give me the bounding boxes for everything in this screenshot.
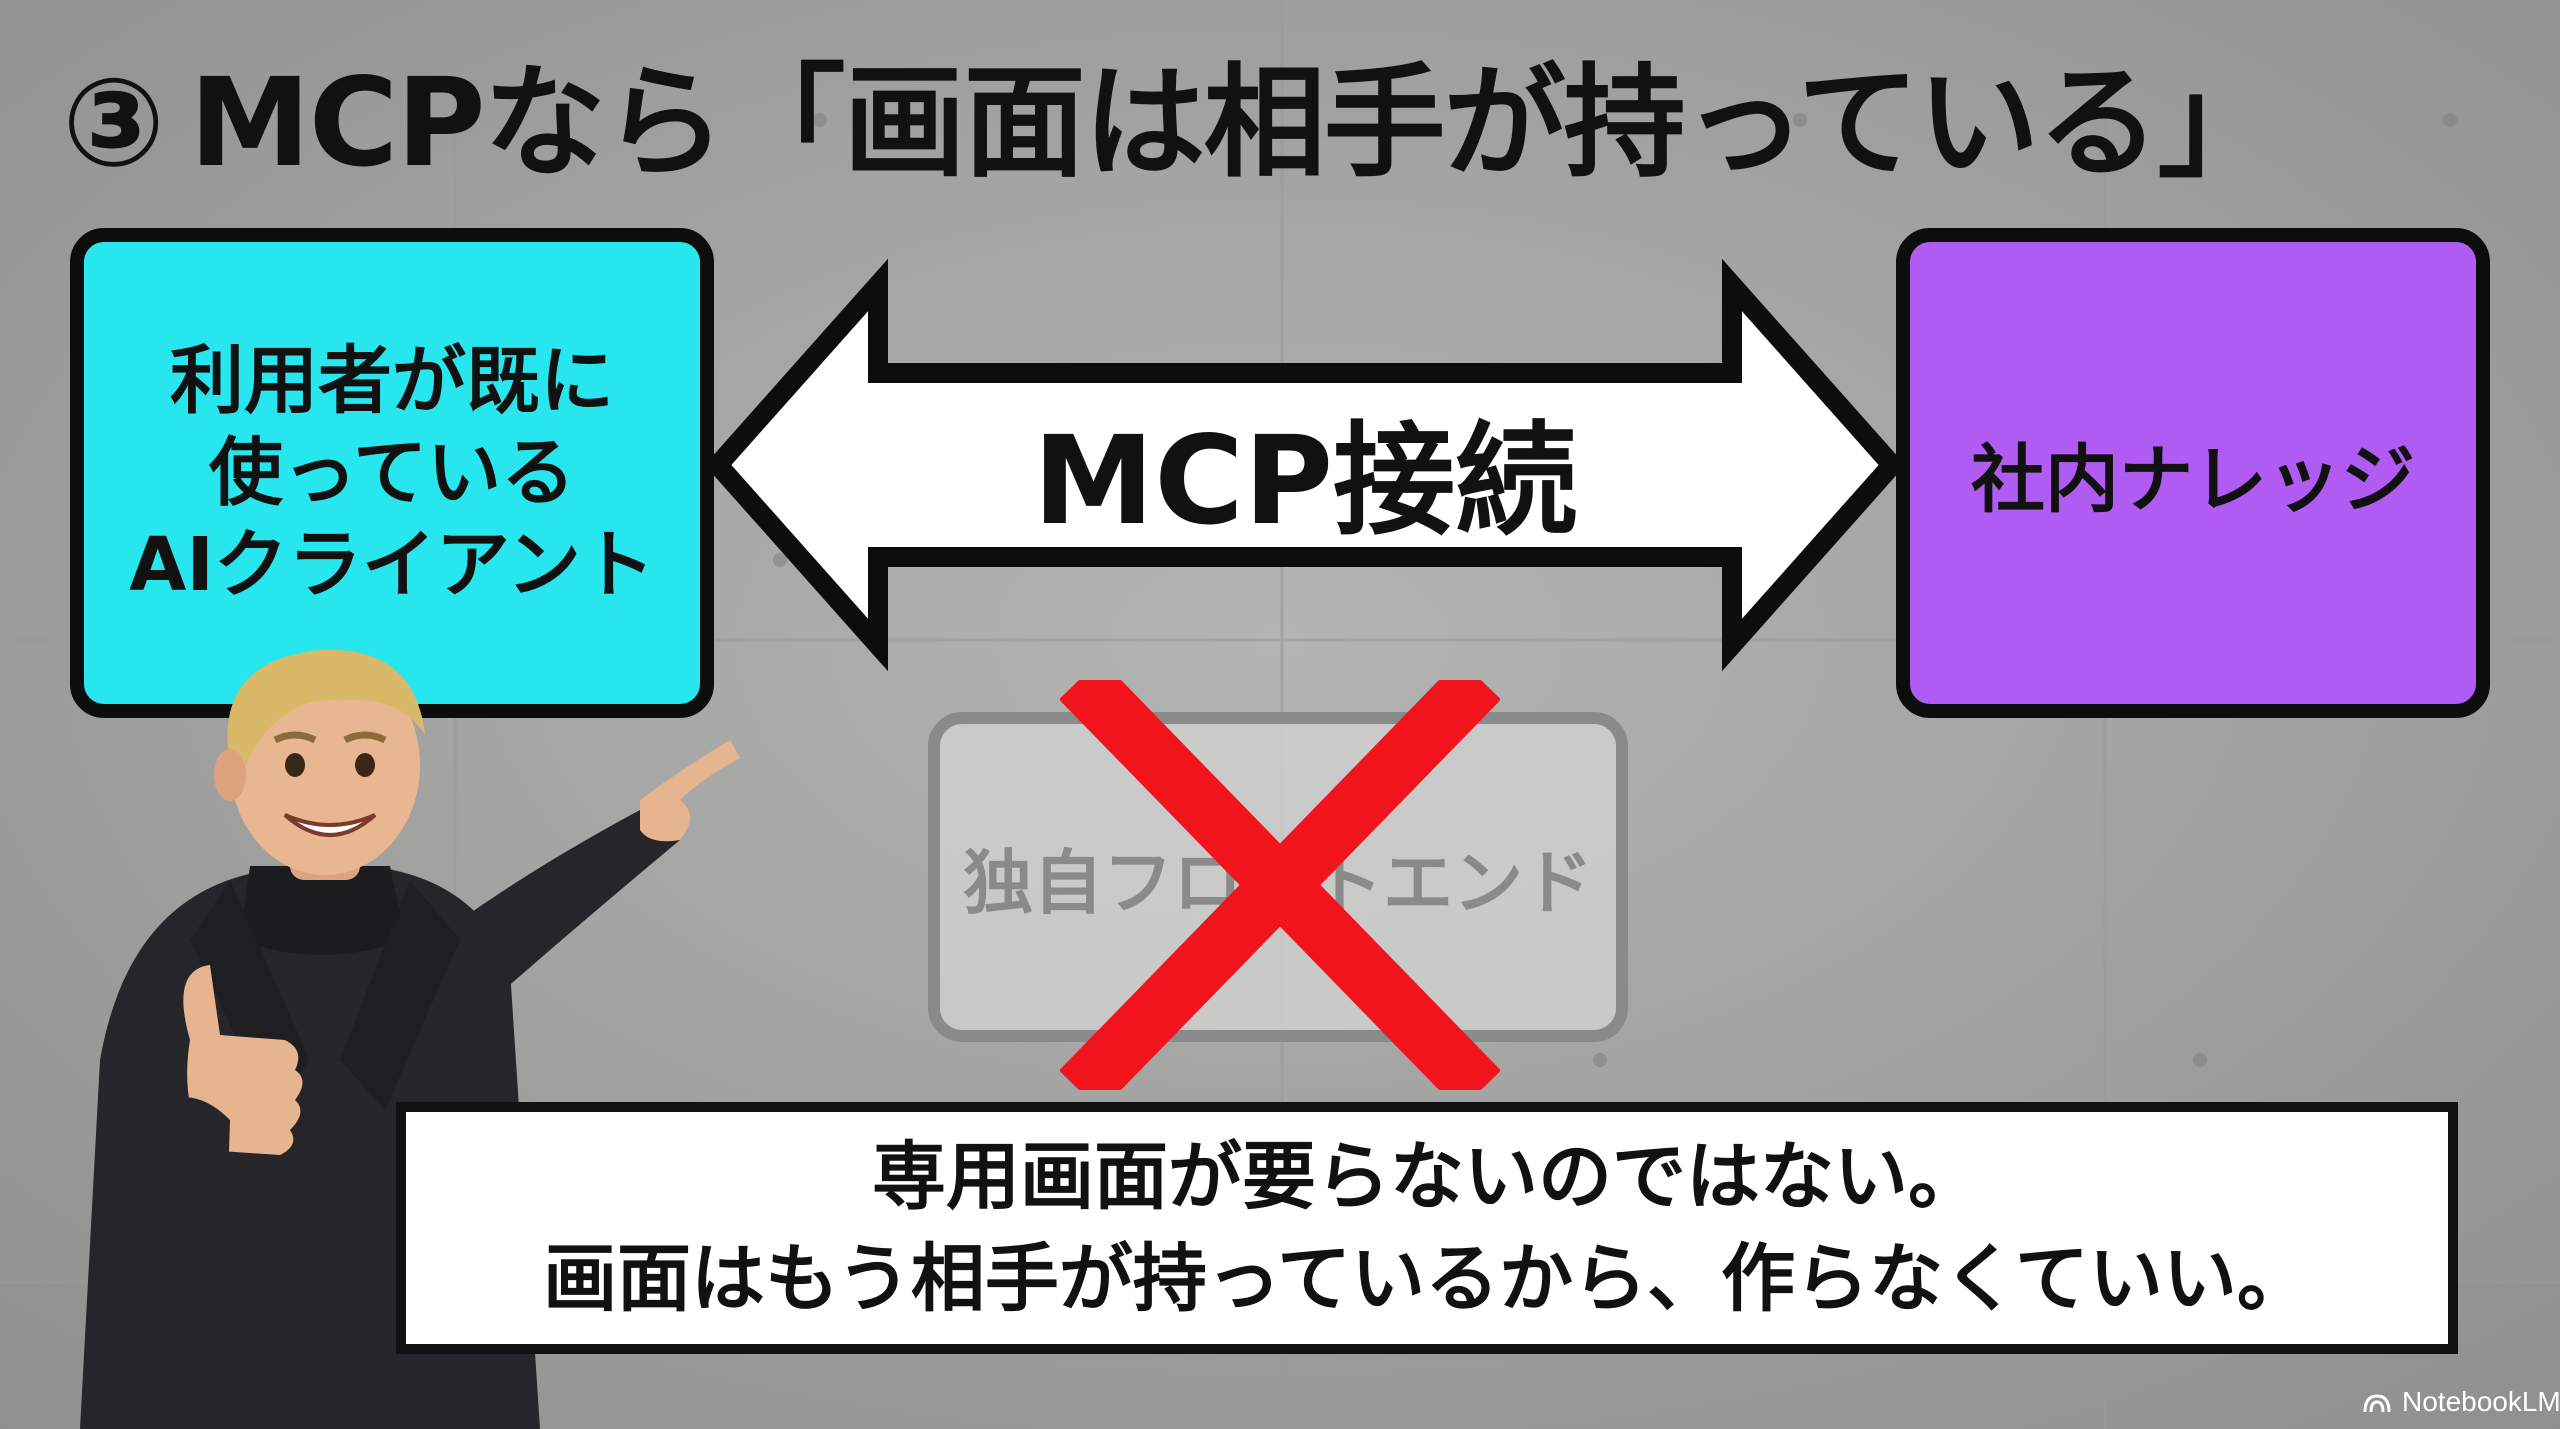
notebooklm-watermark: NotebookLM <box>2362 1382 2560 1422</box>
presenter-character <box>80 649 740 1429</box>
cross-mark-icon <box>1060 680 1500 1090</box>
ai-client-box: 利用者が既に 使っている AIクライアント <box>70 228 714 718</box>
mcp-connection-label: MCP接続 <box>1032 409 1578 552</box>
ai-client-line-3: AIクライアント <box>129 522 655 608</box>
internal-knowledge-box: 社内ナレッジ <box>1896 228 2490 718</box>
internal-knowledge-label: 社内ナレッジ <box>1971 436 2415 523</box>
watermark-text: NotebookLM <box>2402 1386 2560 1417</box>
caption-line-2: 画面はもう相手が持っているから、作らなくていい。 <box>543 1236 2311 1322</box>
ai-client-line-1: 利用者が既に <box>170 338 614 424</box>
step-number: ③ <box>62 52 165 194</box>
double-arrow <box>704 258 1906 672</box>
title-text: MCPなら「画面は相手が持っている」 <box>189 52 2279 194</box>
caption-box: 専用画面が要らないのではない。 画面はもう相手が持っているから、作らなくていい。 <box>396 1102 2458 1354</box>
ai-client-line-2: 使っている <box>208 430 576 516</box>
caption-line-1: 専用画面が要らないのではない。 <box>872 1134 1982 1220</box>
notebooklm-logo-icon <box>2363 1394 2391 1413</box>
